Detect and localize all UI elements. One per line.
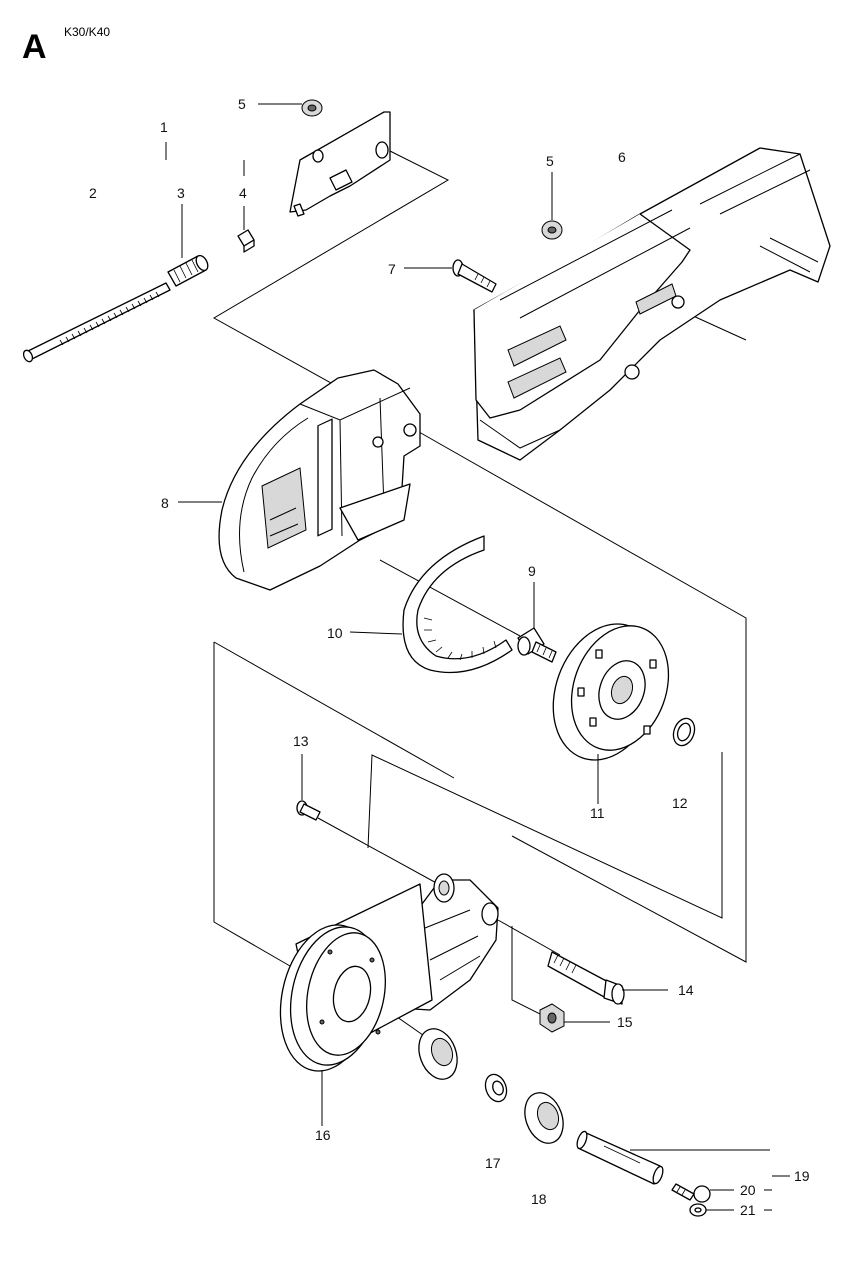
part-square-nut: [237, 229, 255, 253]
part-pulley-16: [279, 883, 433, 1072]
part-nut-15: [539, 1003, 565, 1033]
callout-3: 3: [177, 185, 185, 201]
callout-6: 6: [618, 149, 626, 165]
callout-14: 14: [678, 982, 694, 998]
callout-1: 1: [160, 119, 168, 135]
part-screw-13: [296, 800, 321, 821]
part-bolt-14: [547, 951, 625, 1005]
callout-18: 18: [531, 1191, 547, 1207]
part-cutting-arm-cover: [473, 147, 831, 461]
callout-13: 13: [293, 733, 309, 749]
callout-labels: 1 2 3 4 5 5 6 7 8 9 10 11 12 13 14 15 16…: [89, 96, 810, 1218]
part-circlip: [672, 717, 696, 747]
callout-7: 7: [388, 261, 396, 277]
part-bolt-9: [517, 627, 557, 663]
section-letter: A: [22, 28, 47, 66]
part-adjuster-nut: [167, 254, 209, 287]
callout-15: 15: [617, 1014, 633, 1030]
callout-10: 10: [327, 625, 343, 641]
callout-17: 17: [485, 1155, 501, 1171]
part-screw-20: [671, 1183, 711, 1203]
callout-2: 2: [89, 185, 97, 201]
part-shaft: [576, 1130, 664, 1185]
part-bearings: [418, 1028, 564, 1144]
callout-21: 21: [740, 1202, 756, 1218]
leader-lines: [165, 103, 790, 1211]
model-label: K30/K40: [64, 25, 110, 39]
callout-16: 16: [315, 1127, 331, 1143]
part-belt-guard: [218, 369, 421, 591]
callout-12: 12: [672, 795, 688, 811]
callout-5-right: 5: [546, 153, 554, 169]
callout-5-top: 5: [238, 96, 246, 112]
callout-11: 11: [590, 805, 605, 821]
part-nut-top: [301, 99, 323, 117]
callout-8: 8: [161, 495, 169, 511]
part-washer-21: [689, 1203, 707, 1217]
callout-19: 19: [794, 1168, 810, 1184]
part-nut-right: [541, 220, 563, 240]
part-drive-belt: [402, 535, 513, 674]
part-belt-pulley: [552, 623, 670, 761]
callout-9: 9: [528, 563, 536, 579]
callout-4: 4: [239, 185, 247, 201]
part-bracket: [289, 111, 391, 217]
part-screw-7: [452, 259, 497, 293]
callout-20: 20: [740, 1182, 756, 1198]
part-tension-screw: [22, 282, 171, 363]
